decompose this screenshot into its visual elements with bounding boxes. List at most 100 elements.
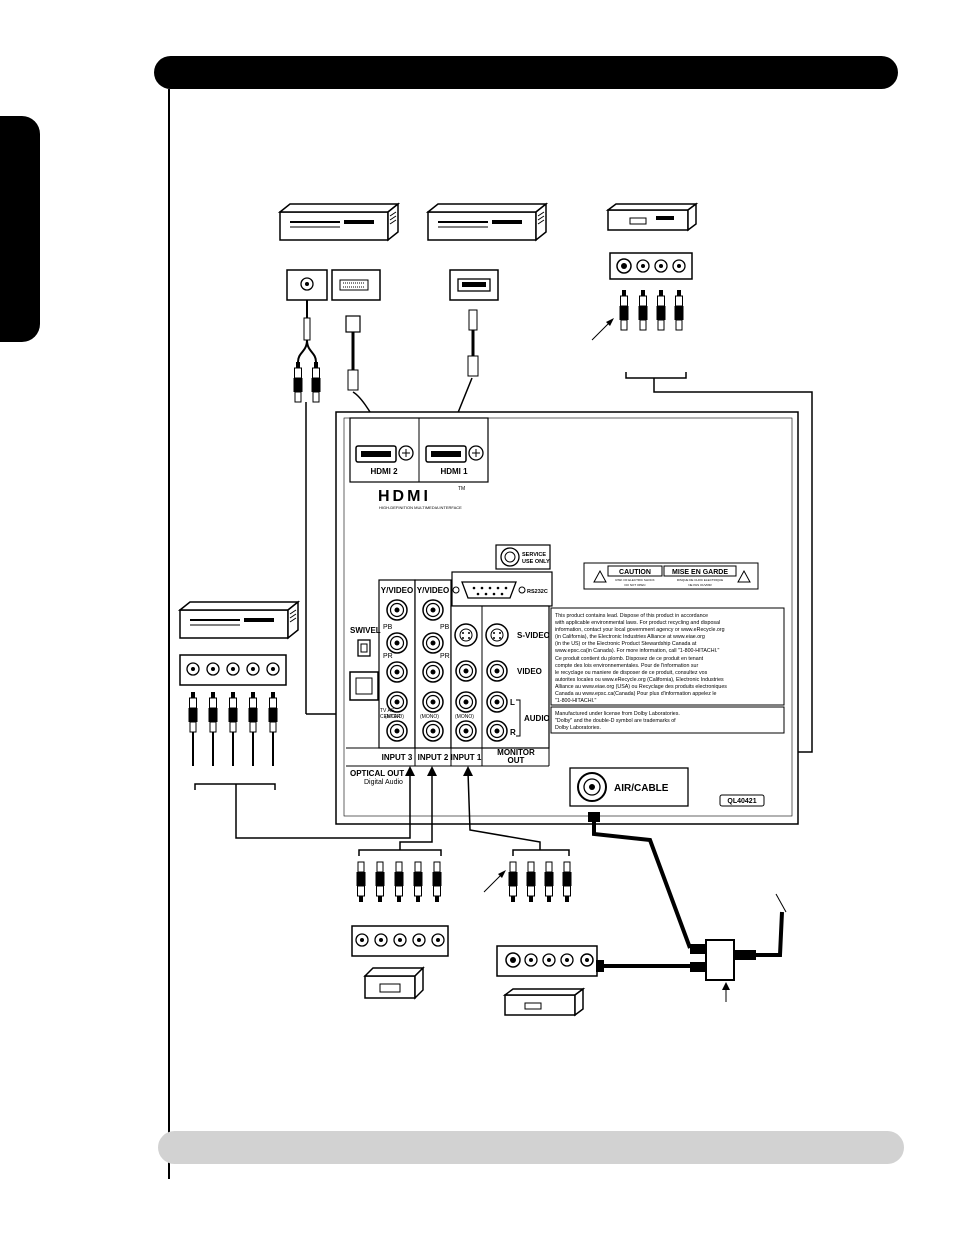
notice-line-8: compte des lois environnementales. Pour … — [555, 663, 698, 669]
input1-label: INPUT 1 — [451, 753, 482, 762]
audio-r-label: R — [510, 728, 516, 737]
input3-mono-label: (MONO) — [385, 714, 404, 720]
audio-label: AUDIO — [524, 714, 550, 723]
dolby-line-2: "Dolby" and the double-D symbol are trad… — [555, 718, 676, 724]
input2-pr-label: PR — [440, 653, 450, 660]
caution-en-line2: DO NOT OPEN — [625, 583, 646, 587]
header-bar — [154, 56, 898, 89]
input2-pr-jack[interactable] — [422, 661, 444, 683]
monitor-out-label-1: MONITOR — [497, 748, 535, 757]
notice-line-6: www.epsc.ca(in Canada). For more informa… — [555, 648, 720, 654]
input3-yvideo-label: Y/VIDEO — [381, 586, 413, 595]
input3-audio-r-jack[interactable] — [386, 720, 408, 742]
device-dvd-top — [605, 202, 699, 232]
input2-pb-label: PB — [440, 624, 450, 631]
side-tab — [0, 116, 40, 342]
video-label: VIDEO — [517, 667, 542, 676]
notice-line-3: information, contact your local governme… — [555, 627, 725, 633]
hdmi-1-label: HDMI 1 — [440, 467, 468, 476]
swivel-port[interactable] — [357, 639, 371, 657]
dvi-panel — [331, 269, 381, 301]
input3-y-jack[interactable] — [386, 599, 408, 621]
caution-en-line1: RISK OF ELECTRIC SHOCK — [615, 578, 654, 582]
caution-en-title: CAUTION — [619, 569, 651, 576]
hdmi-source-panel — [449, 269, 499, 301]
monitor-audio-l-jack[interactable] — [486, 691, 508, 713]
notice-line-2: with applicable environmental laws. For … — [555, 620, 720, 626]
input2-mono-label: (MONO) — [420, 714, 439, 720]
air-cable-label: AIR/CABLE — [614, 783, 669, 794]
caution-fr-line2: NE PAS OUVRIR — [688, 583, 712, 587]
input3-pr-jack[interactable] — [386, 661, 408, 683]
notice-line-4: (in California), the Electronic Industri… — [555, 634, 705, 640]
caution-label: CAUTION MISE EN GARDE RISK OF ELECTRIC S… — [583, 562, 759, 590]
notice-line-1: This product contains lead. Dispose of t… — [555, 613, 708, 619]
air-cable-port[interactable]: AIR/CABLE — [569, 767, 689, 807]
caution-fr-line1: RISQUE DE CHOC ELECTRIQUE — [677, 578, 723, 582]
input2-y-jack[interactable] — [422, 599, 444, 621]
caution-fr-title: MISE EN GARDE — [672, 569, 728, 576]
input2-audio-r-jack[interactable] — [422, 720, 444, 742]
input1-mono-label: (MONO) — [455, 714, 474, 720]
device-vcr-1 — [279, 203, 399, 241]
service-line1: SERVICE — [522, 552, 546, 558]
device-vcr-left — [179, 601, 299, 639]
svideo-label: S-VIDEO — [517, 631, 550, 640]
device-bottom-box — [363, 966, 425, 1000]
device-bottom-vcr — [502, 987, 586, 1017]
notice-line-10: autorites locales ou www.eRecycle.org (C… — [555, 677, 724, 683]
notice-line-11: Alliance au www.eiae.org (USA) ou Recycl… — [555, 684, 727, 690]
model-code-text: QL40421 — [727, 798, 756, 805]
tv-as-center-label-1: TV AS — [380, 708, 395, 714]
left-rule — [168, 89, 170, 1179]
hdmi-logo-tm: TM — [458, 486, 465, 492]
rs232c-port[interactable]: RS232C — [451, 571, 553, 607]
input3-pb-jack[interactable] — [386, 632, 408, 654]
service-line2: USE ONLY — [522, 559, 550, 565]
bottom-component-cables — [356, 766, 442, 903]
input2-pb-jack[interactable] — [422, 632, 444, 654]
input3-pr-label: PR — [383, 653, 393, 660]
hdmi-ports: HDMI 2 HDMI 1 HDMI TM HIGH-DEFINITION MU… — [349, 417, 489, 510]
swivel-label: SWIVEL — [350, 626, 381, 635]
notice-line-12: Canada au www.epsc.ca(Canada) Pour plus … — [555, 691, 717, 697]
input3-label: INPUT 3 — [382, 753, 413, 762]
hdmi-logo: HDMI — [378, 488, 431, 505]
input2-yvideo-label: Y/VIDEO — [417, 586, 449, 595]
bottom-av-panel — [496, 945, 598, 977]
input1-video-jack[interactable] — [455, 660, 477, 682]
vcr-left-output-panel — [179, 654, 287, 686]
hdmi-2-label: HDMI 2 — [370, 467, 398, 476]
monitor-audio-r-jack[interactable] — [486, 720, 508, 742]
input1-svideo-jack[interactable] — [454, 623, 478, 647]
hdmi-1-port[interactable] — [425, 445, 484, 463]
tv-as-center-label-2: CENTER — [380, 714, 401, 720]
monitor-out-label-2: OUT — [508, 756, 525, 765]
footer-bar — [158, 1131, 904, 1164]
hdmi-2-port[interactable] — [355, 445, 414, 463]
optical-out-port[interactable] — [349, 671, 379, 701]
notice-line-7: Ce produit contient du plomb. Disposez d… — [555, 656, 704, 662]
input1-audio-r-jack[interactable] — [455, 720, 477, 742]
input2-audio-l-jack[interactable] — [422, 691, 444, 713]
notice-block: This product contains lead. Dispose of t… — [550, 607, 785, 734]
vcr-left-cables — [188, 691, 415, 839]
input1-audio-l-jack[interactable] — [455, 691, 477, 713]
bottom-component-panel — [351, 925, 449, 957]
monitor-svideo-jack[interactable] — [485, 623, 509, 647]
model-code: QL40421 — [719, 794, 765, 807]
monitor-video-jack[interactable] — [486, 660, 508, 682]
service-port: SERVICE USE ONLY — [495, 544, 551, 570]
device-vcr-2 — [427, 203, 547, 241]
notice-line-9: le recyclage ou maniere de disposer de c… — [555, 670, 708, 676]
notice-line-5: (in the US) or the Electronic Product St… — [555, 641, 697, 647]
bottom-svideo-cables — [463, 766, 572, 903]
hdmi-subtitle: HIGH-DEFINITION MULTIMEDIA INTERFACE — [379, 505, 462, 510]
dolby-line-1: Manufactured under license from Dolby La… — [555, 711, 680, 717]
digital-audio-label: Digital Audio — [364, 779, 403, 786]
antenna-cable — [588, 812, 692, 972]
input-terminals: Y/VIDEO Y/VIDEO PB PB PR PR (MONO) (MONO… — [346, 579, 550, 786]
input3-pb-label: PB — [383, 624, 393, 631]
rs232c-label: RS232C — [527, 589, 548, 595]
